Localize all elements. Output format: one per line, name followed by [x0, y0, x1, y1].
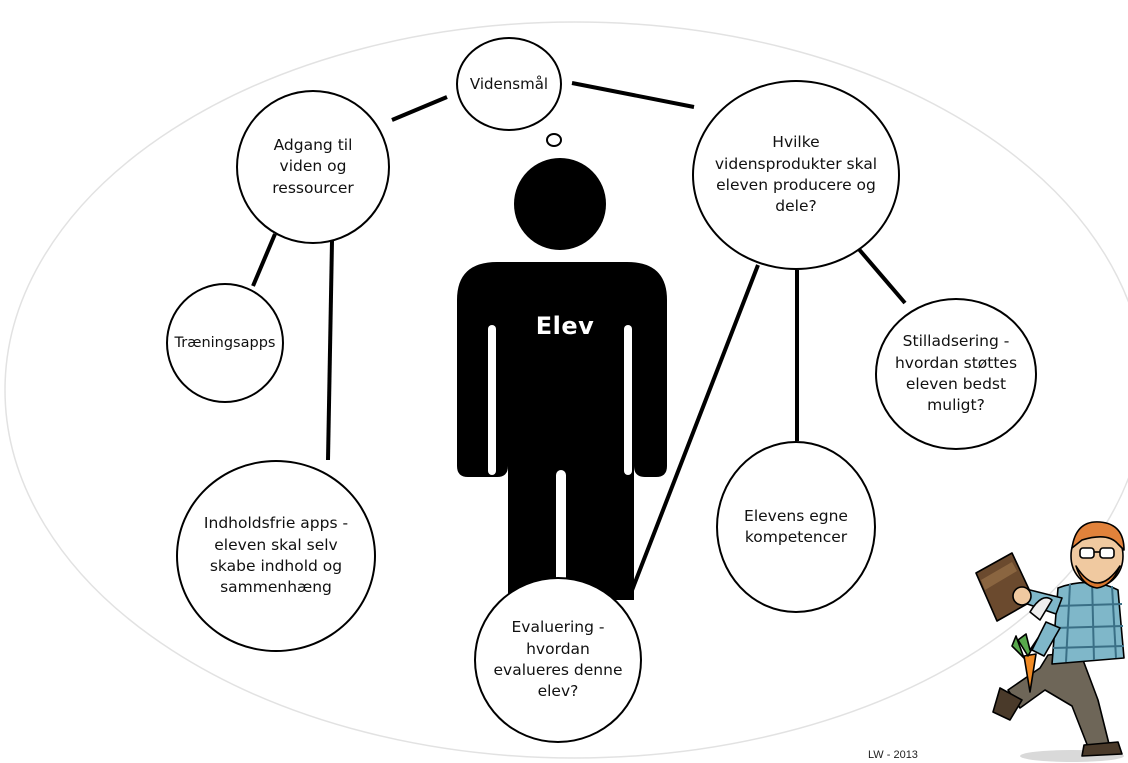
node-hvilke-text: Hvilke vidensprodukter skal eleven produ…: [714, 133, 878, 216]
person-leg-gap: [556, 470, 566, 610]
node-egne: Elevens egne kompetencer: [716, 441, 876, 613]
node-hvilke: Hvilke vidensprodukter skal eleven produ…: [692, 80, 900, 270]
connector-videnmaal-hvilke: [571, 81, 695, 109]
thought-bubble-dot: [546, 133, 562, 147]
connector-adgang-indhold: [326, 240, 334, 461]
node-evaluering-text: Evaluering - hvordan evalueres denne ele…: [493, 618, 623, 701]
node-stillads-text: Stilladsering - hvordan støttes eleven b…: [894, 332, 1018, 415]
connector-lines: [251, 81, 907, 599]
node-indhold-text: Indholdsfrie apps - eleven skal selv ska…: [203, 514, 349, 597]
connector-hvilke-evaluering: [627, 264, 760, 599]
node-traening: Træningsapps: [166, 283, 284, 403]
node-traening-text: Træningsapps: [174, 335, 276, 351]
person-head: [514, 158, 606, 250]
connector-videnmaal-adgang: [391, 95, 448, 122]
background-ellipse: [4, 21, 1128, 759]
credit-text: LW - 2013: [868, 749, 918, 761]
person-silhouette: [457, 158, 667, 610]
node-adgang: Adgang til viden og ressourcer: [236, 90, 390, 244]
connector-adgang-traening: [251, 233, 277, 287]
person-arm-gap-left: [488, 325, 496, 475]
node-evaluering: Evaluering - hvordan evalueres denne ele…: [474, 577, 642, 743]
node-indhold: Indholdsfrie apps - eleven skal selv ska…: [176, 460, 376, 652]
person-label: Elev: [535, 312, 595, 340]
person-arm-gap-right: [624, 325, 632, 475]
node-egne-text: Elevens egne kompetencer: [744, 506, 848, 546]
node-videnmaal-text: Vidensmål: [469, 74, 549, 93]
connector-hvilke-stillads: [855, 245, 907, 305]
person-body: [457, 262, 667, 600]
cartoon-figure: [975, 521, 1125, 762]
node-adgang-text: Adgang til viden og ressourcer: [272, 135, 354, 197]
node-stillads: Stilladsering - hvordan støttes eleven b…: [875, 298, 1037, 450]
node-videnmaal: Vidensmål: [456, 37, 562, 131]
